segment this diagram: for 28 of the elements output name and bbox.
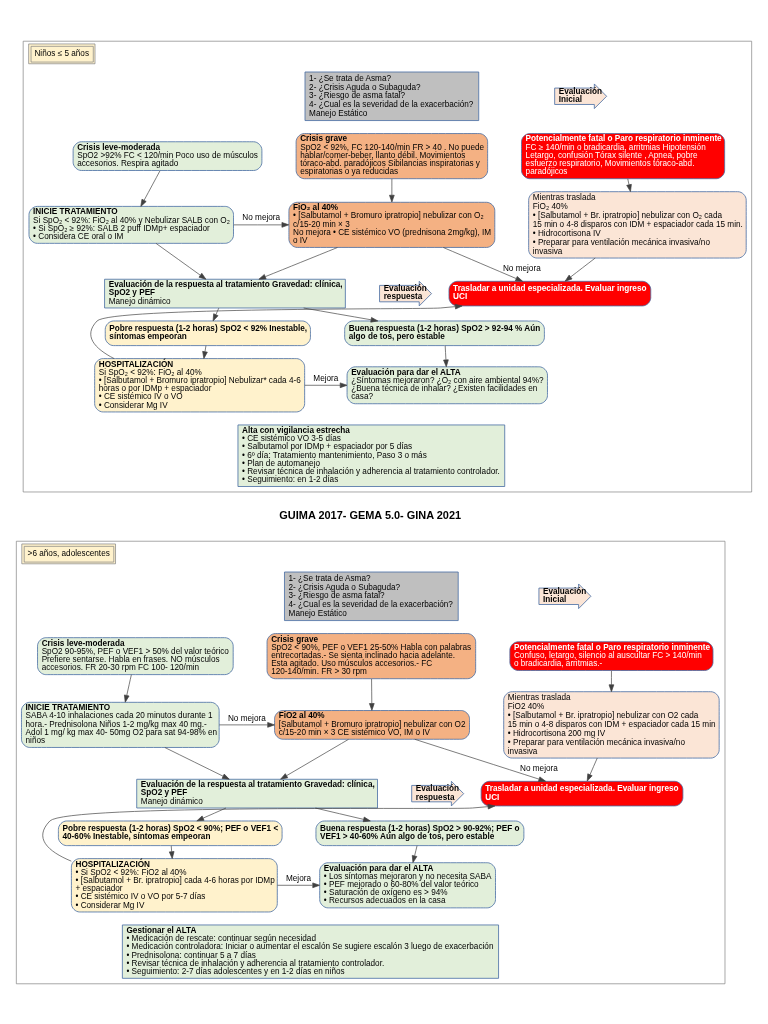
arrow xyxy=(233,221,290,228)
label: GUIMA 2017- GEMA 5.0- GINA 2021 xyxy=(279,508,462,521)
arrow xyxy=(212,307,220,321)
arrow xyxy=(155,242,207,280)
arrow xyxy=(124,673,132,702)
arrow xyxy=(218,721,275,728)
arrow xyxy=(258,246,338,280)
arrow xyxy=(277,882,320,888)
arrow xyxy=(168,844,175,859)
arrow xyxy=(443,344,449,367)
arrow xyxy=(90,303,463,359)
arrow xyxy=(303,307,379,322)
arrow xyxy=(608,669,615,692)
arrow xyxy=(202,344,208,359)
arrow xyxy=(411,844,418,863)
arrow xyxy=(586,757,598,781)
arrow xyxy=(140,169,161,207)
arrow xyxy=(414,738,546,782)
arrow xyxy=(196,807,227,821)
arrow xyxy=(443,246,523,282)
arrow xyxy=(389,178,395,202)
arrow xyxy=(304,382,348,388)
arrow xyxy=(280,738,349,779)
arrow xyxy=(626,178,632,192)
arrow xyxy=(42,803,496,862)
arrow xyxy=(564,257,596,281)
arrow xyxy=(369,678,375,711)
arrow xyxy=(164,746,230,780)
